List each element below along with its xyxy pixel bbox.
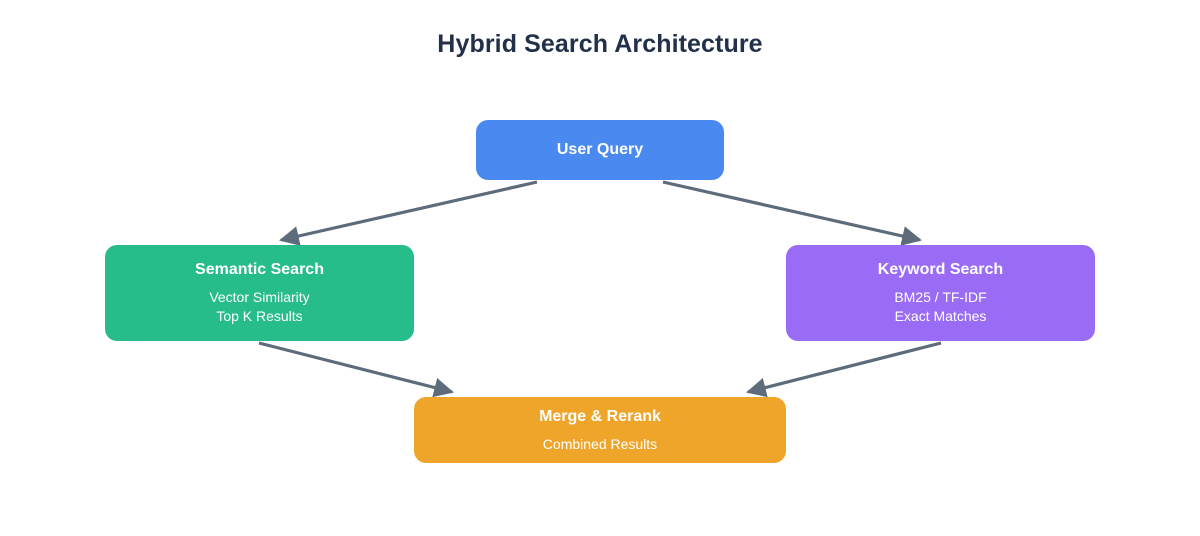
node-keyword-search-title: Keyword Search [877, 261, 1004, 278]
node-user-query[interactable]: User Query [476, 120, 724, 180]
node-merge-rerank-title: Merge & Rerank [539, 407, 661, 425]
node-keyword-search[interactable]: Keyword Search BM25 / TF-IDF Exact Match… [786, 245, 1095, 341]
edge-semantic-to-merge [258, 341, 454, 398]
edge-query-to-semantic [279, 180, 538, 246]
node-merge-rerank-subtitle-1: Combined Results [542, 435, 658, 452]
node-keyword-search-subtitle-2: Exact Matches [894, 308, 987, 324]
node-user-query-title: User Query [556, 141, 644, 158]
node-semantic-search-title: Semantic Search [195, 261, 324, 278]
node-keyword-search-subtitle-1: BM25 / TF-IDF [894, 289, 987, 305]
node-semantic-search-subtitle-2: Top K Results [216, 308, 303, 324]
page-title: Hybrid Search Architecture [437, 30, 763, 58]
node-merge-rerank[interactable]: Merge & Rerank Combined Results [414, 397, 786, 463]
edge-query-to-keyword [662, 180, 922, 246]
node-semantic-search-subtitle-1: Vector Similarity [209, 289, 310, 305]
edge-keyword-to-merge [746, 341, 942, 398]
node-semantic-search[interactable]: Semantic Search Vector Similarity Top K … [105, 245, 414, 341]
